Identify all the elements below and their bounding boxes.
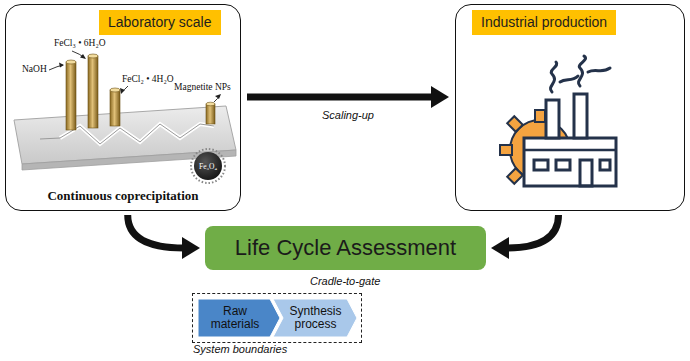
arrow-head bbox=[431, 86, 449, 108]
leader-arrows bbox=[49, 51, 221, 102]
boundary-label: System boundaries bbox=[193, 343, 287, 355]
caption-label: Continuous coprecipitation bbox=[6, 188, 240, 204]
connector-line bbox=[507, 215, 559, 248]
box-title: Life Cycle Assessment bbox=[235, 235, 456, 261]
note-label: Cradle-to-gate bbox=[310, 275, 380, 287]
particle-label: Fe₃O₄ bbox=[199, 162, 217, 171]
connector-arrow bbox=[491, 215, 559, 259]
product-label: Magnetite NPs bbox=[174, 82, 231, 92]
edge-label: Scaling-up bbox=[320, 109, 376, 121]
chevron-step: Synthesis process bbox=[273, 299, 357, 337]
panel-box: Laboratory scaleContinuous coprecipitati… bbox=[5, 4, 241, 211]
connector-arrow bbox=[128, 215, 200, 259]
factory-icon bbox=[500, 56, 616, 186]
connector-line bbox=[128, 215, 184, 248]
chemical-label: FeCl₃ • 6H₂O bbox=[54, 38, 106, 48]
connector-arrow bbox=[247, 86, 449, 108]
process-box: Life Cycle Assessment bbox=[205, 226, 486, 270]
heading-label: Industrial production bbox=[472, 10, 616, 35]
step-label: Synthesis process bbox=[285, 305, 346, 331]
nanoparticle bbox=[191, 149, 225, 183]
boundary-box: Raw materialsSynthesis processSystem bou… bbox=[192, 293, 362, 343]
chemical-label: NaOH bbox=[22, 64, 47, 74]
panel-box: Industrial production bbox=[455, 4, 685, 211]
step-label: Raw materials bbox=[201, 305, 269, 331]
chevron-fill bbox=[273, 299, 357, 337]
chemical-label: FeCl₂ • 4H₂O bbox=[122, 74, 174, 84]
heading-label: Laboratory scale bbox=[99, 10, 221, 35]
chevron-fill bbox=[198, 299, 280, 337]
arrow-head bbox=[491, 237, 509, 259]
arrow-head bbox=[182, 237, 200, 259]
connector-line bbox=[247, 94, 433, 101]
inlet-tubes bbox=[66, 54, 215, 130]
chevron-step: Raw materials bbox=[198, 299, 280, 337]
